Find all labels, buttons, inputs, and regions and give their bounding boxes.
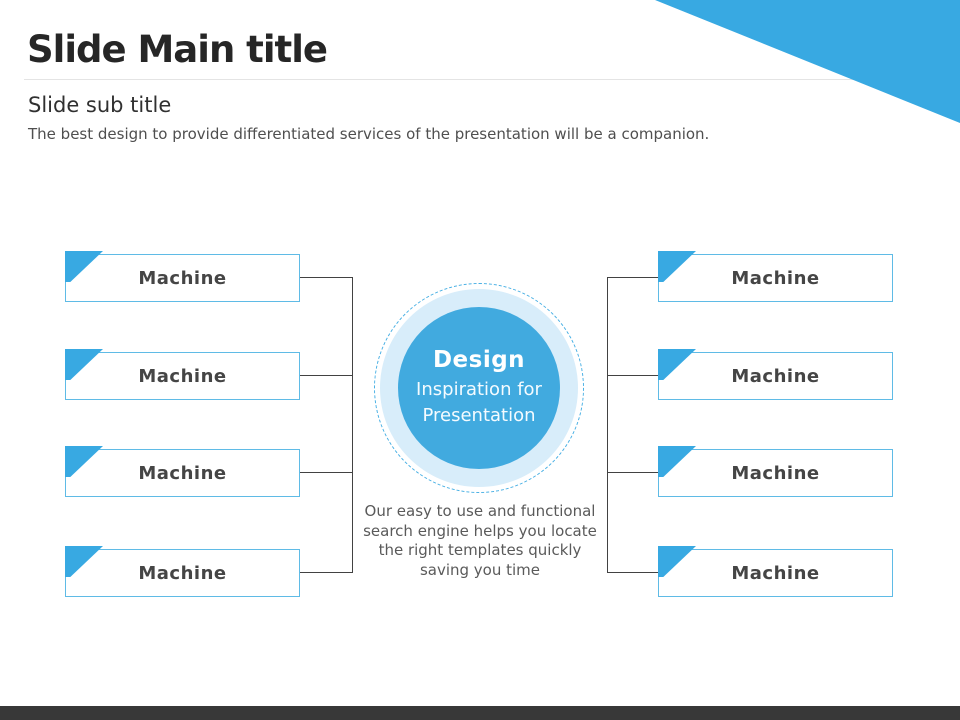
- machine-box-label: Machine: [138, 462, 227, 484]
- title-divider-line: [24, 79, 960, 80]
- machine-box-label: Machine: [731, 365, 820, 387]
- caption-line: Our easy to use and functional: [364, 502, 596, 520]
- slide-description: The best design to provide differentiate…: [28, 125, 710, 143]
- connector-line: [300, 472, 353, 473]
- center-circle-subheading-line1: Inspiration for: [416, 378, 542, 400]
- corner-triangle-decoration: [655, 0, 960, 123]
- center-caption: Our easy to use and functional search en…: [330, 502, 630, 580]
- box-corner-accent: [65, 349, 103, 380]
- connector-line: [607, 472, 659, 473]
- machine-box-left-4: Machine: [65, 546, 300, 597]
- box-corner-accent: [65, 446, 103, 477]
- machine-box-left-2: Machine: [65, 349, 300, 400]
- box-corner-accent: [658, 446, 696, 477]
- connector-line: [300, 277, 353, 278]
- connector-line: [607, 572, 659, 573]
- connector-line: [352, 277, 353, 573]
- center-circle-dashed-ring: Design Inspiration for Presentation: [374, 283, 584, 493]
- connector-line: [607, 277, 659, 278]
- connector-line: [300, 572, 353, 573]
- caption-line: the right templates quickly: [378, 541, 582, 559]
- machine-box-left-1: Machine: [65, 251, 300, 302]
- machine-box-label: Machine: [731, 462, 820, 484]
- box-corner-accent: [65, 546, 103, 577]
- machine-box-right-2: Machine: [658, 349, 893, 400]
- connector-line: [300, 375, 353, 376]
- slide-main-title: Slide Main title: [27, 28, 328, 71]
- machine-box-label: Machine: [731, 562, 820, 584]
- connector-line: [607, 375, 659, 376]
- connector-line: [607, 277, 608, 573]
- machine-box-left-3: Machine: [65, 446, 300, 497]
- box-corner-accent: [65, 251, 103, 282]
- machine-box-label: Machine: [731, 267, 820, 289]
- center-circle-heading: Design: [432, 346, 526, 373]
- center-circle-subheading-line2: Presentation: [422, 405, 536, 426]
- machine-box-right-1: Machine: [658, 251, 893, 302]
- box-corner-accent: [658, 251, 696, 282]
- machine-box-right-4: Machine: [658, 546, 893, 597]
- machine-box-label: Machine: [138, 365, 227, 387]
- slide-sub-title: Slide sub title: [28, 93, 172, 117]
- caption-line: search engine helps you locate: [363, 521, 597, 540]
- center-circle: Design Inspiration for Presentation: [398, 307, 560, 469]
- box-corner-accent: [658, 349, 696, 380]
- machine-box-label: Machine: [138, 562, 227, 584]
- box-corner-accent: [658, 546, 696, 577]
- machine-box-right-3: Machine: [658, 446, 893, 497]
- machine-box-label: Machine: [138, 267, 227, 289]
- caption-line: saving you time: [419, 560, 541, 579]
- footer-bar: [0, 706, 960, 720]
